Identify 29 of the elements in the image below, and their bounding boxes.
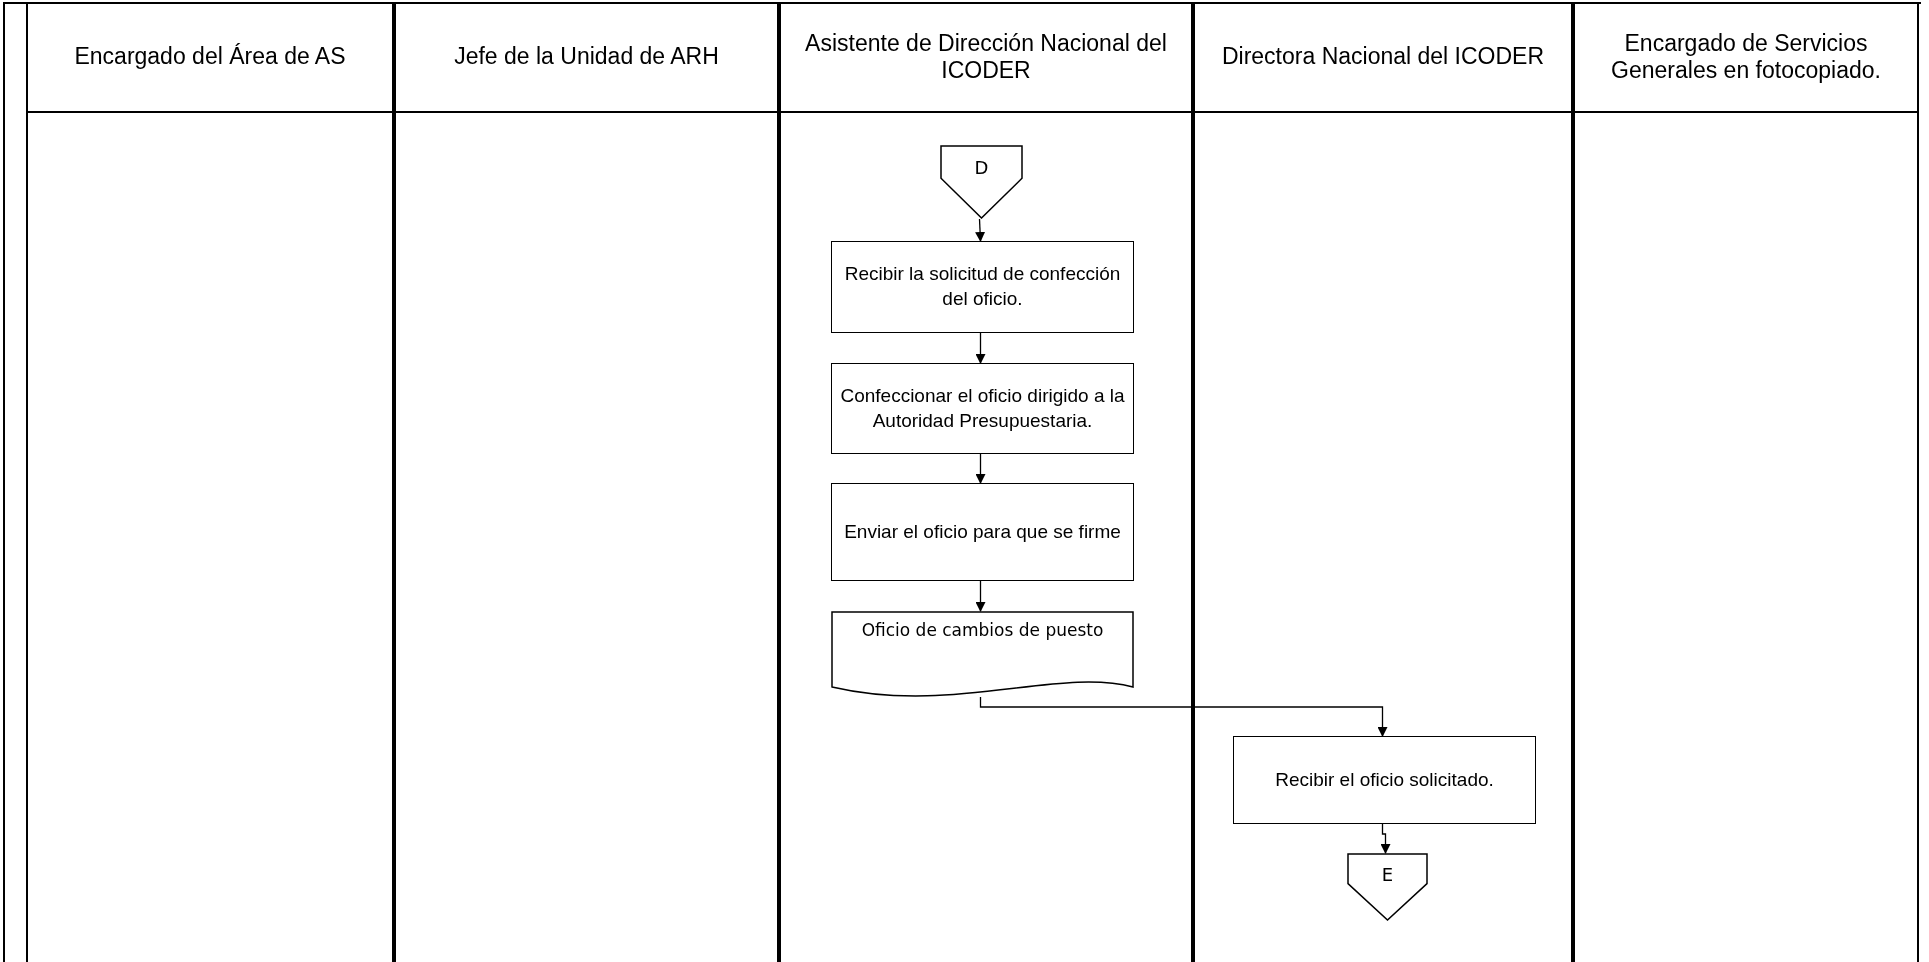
arrow	[1380, 823, 1391, 854]
swimlane	[1573, 2, 1919, 962]
process-label: Enviar el oficio para que se firme	[844, 519, 1121, 544]
document-label: Oficio de cambios de puesto	[861, 619, 1104, 642]
lane-header: Asistente de Dirección Nacional del ICODER	[804, 30, 1168, 83]
arrow	[975, 218, 986, 242]
arrow	[979, 696, 1388, 737]
connector-letter: D	[974, 156, 989, 181]
swimlane	[394, 2, 779, 962]
arrow	[975, 453, 986, 484]
offpage-connector	[940, 145, 1023, 219]
swimlane	[779, 2, 1193, 962]
swimlane	[26, 2, 394, 962]
process-box	[831, 363, 1134, 454]
arrow	[975, 332, 986, 364]
process-label: Confeccionar el oficio dirigido a la Autoridad Presupuestaria.	[840, 383, 1125, 433]
swimlane	[1193, 2, 1573, 962]
lane-header: Jefe de la Unidad de ARH	[454, 43, 719, 70]
lane-header: Encargado de Servicios Generales en fotocopiado.	[1610, 30, 1882, 83]
offpage-connector	[1347, 853, 1428, 921]
connector-letter: E	[1381, 862, 1394, 887]
lane-header: Directora Nacional del ICODER	[1221, 43, 1545, 70]
process-label: Recibir la solicitud de confección del oficio.	[843, 262, 1122, 311]
process-box	[831, 483, 1134, 581]
arrow	[975, 580, 986, 612]
process-box	[1233, 736, 1536, 824]
process-box	[831, 241, 1134, 333]
lane-header: Encargado del Área de AS	[74, 43, 346, 70]
process-label: Recibir el oficio solicitado.	[1275, 767, 1494, 792]
